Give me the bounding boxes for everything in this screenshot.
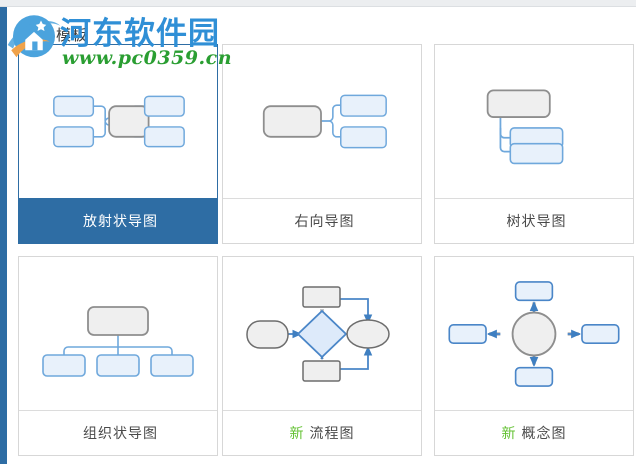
radial-map-diagram [53,95,185,148]
template-label-concept-map: 新 概念图 [435,410,633,455]
template-label-text-flowchart: 流程图 [309,425,355,441]
template-grid: 放射状导图 右向导图 [18,44,634,462]
concept-map-diagram [448,281,620,387]
template-label-tree-map: 树状导图 [435,198,633,243]
template-label-org-map: 组织状导图 [19,410,217,455]
right-map-diagram [262,94,387,149]
template-label-text-radial-map: 放射状导图 [83,213,158,229]
template-label-text-concept-map: 概念图 [521,425,567,441]
template-label-text-org-map: 组织状导图 [83,425,158,441]
flowchart-diagram [246,286,390,382]
thumbnail-flowchart [223,257,421,410]
new-badge-flowchart: 新 [289,425,305,441]
template-label-right-map: 右向导图 [223,198,421,243]
page-title: 空白模板 [24,27,89,44]
thumbnail-org-map [19,257,217,410]
new-badge-concept-map: 新 [501,425,517,441]
org-map-diagram [42,306,194,377]
template-label-flowchart: 新 流程图 [223,410,421,455]
template-label-text-tree-map: 树状导图 [506,213,567,229]
window-left-accent-rail [0,7,7,464]
thumbnail-right-map [223,45,421,198]
template-card-right-map[interactable]: 右向导图 [222,44,422,244]
thumbnail-concept-map [435,257,633,410]
template-card-tree-map[interactable]: 树状导图 [434,44,634,244]
template-card-org-map[interactable]: 组织状导图 [18,256,218,456]
thumbnail-tree-map [435,45,633,198]
template-card-flowchart[interactable]: 新 流程图 [222,256,422,456]
template-label-radial-map: 放射状导图 [19,198,217,243]
template-label-text-right-map: 右向导图 [294,213,355,229]
tree-map-diagram [486,89,564,165]
thumbnail-radial-map [19,45,217,198]
window-top-strip [0,0,636,7]
template-card-radial-map[interactable]: 放射状导图 [18,44,218,244]
template-card-concept-map[interactable]: 新 概念图 [434,256,634,456]
